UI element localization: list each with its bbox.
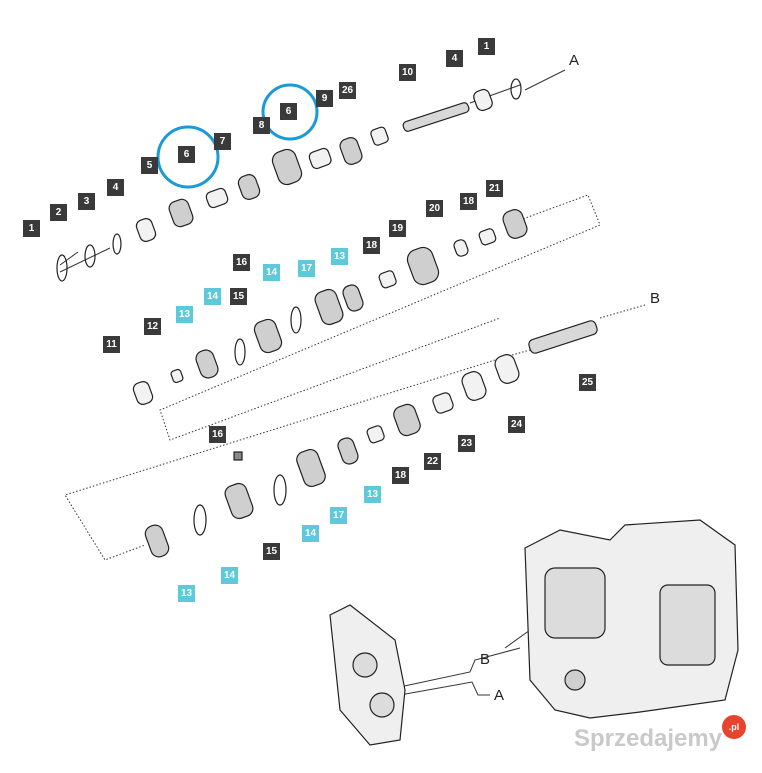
- part-label: 14: [204, 288, 221, 305]
- gear: [502, 209, 528, 239]
- part-label: 1: [23, 220, 40, 237]
- snap-ring: [273, 474, 287, 506]
- part-label: 3: [78, 193, 95, 210]
- bearing: [132, 381, 154, 405]
- part-label: 15: [263, 543, 280, 560]
- part-label: 13: [364, 486, 381, 503]
- washer: [453, 239, 469, 257]
- watermark-badge: .pl: [722, 715, 746, 739]
- spacer: [370, 126, 389, 146]
- reference-letter-a: A: [569, 52, 580, 69]
- part-label: 18: [460, 193, 477, 210]
- housing-window: [659, 584, 716, 666]
- gear: [393, 403, 421, 437]
- part-label: 13: [331, 248, 348, 265]
- snap-ring: [84, 244, 96, 268]
- part-label: 6: [178, 146, 195, 163]
- snap-ring: [234, 338, 246, 366]
- reference-letter-a: A: [494, 687, 505, 704]
- bushing: [378, 270, 397, 289]
- snap-ring: [56, 254, 68, 282]
- synchro-ring: [342, 284, 364, 312]
- output-shaft: [528, 320, 598, 354]
- part-label: 4: [446, 50, 463, 67]
- part-label: 13: [178, 585, 195, 602]
- part-label: 18: [392, 467, 409, 484]
- part-label: 17: [298, 260, 315, 277]
- shaft: [402, 102, 470, 132]
- bearing: [135, 218, 157, 242]
- spacer: [308, 147, 332, 170]
- bearing: [461, 371, 487, 401]
- part-label: 14: [302, 525, 319, 542]
- synchro-hub: [253, 318, 283, 354]
- bushing: [366, 425, 385, 444]
- bushing: [478, 228, 497, 246]
- housing-bore: [564, 669, 586, 691]
- highlight-circle: [261, 83, 319, 141]
- part-label: 19: [389, 220, 406, 237]
- reference-letter-b: B: [650, 290, 661, 307]
- part-label: 22: [424, 453, 441, 470]
- part-label: 24: [508, 416, 525, 433]
- snap-ring: [290, 306, 302, 334]
- gear: [168, 198, 194, 228]
- part-label: 13: [176, 306, 193, 323]
- part-label: 5: [141, 157, 158, 174]
- synchro-ring: [337, 437, 359, 465]
- part-label: 12: [144, 318, 161, 335]
- part-label: 18: [363, 237, 380, 254]
- part-label: 15: [230, 288, 247, 305]
- gear: [339, 137, 363, 165]
- snap-ring: [193, 504, 207, 536]
- reference-letter-b: B: [480, 651, 491, 668]
- watermark-text: Sprzedajemy: [574, 725, 723, 752]
- part-label: 7: [214, 133, 231, 150]
- part-label: 4: [107, 179, 124, 196]
- part-label: 14: [221, 567, 238, 584]
- housing-bore: [369, 692, 395, 718]
- gear: [271, 148, 303, 186]
- part-label: 21: [486, 180, 503, 197]
- part-label: 1: [478, 38, 495, 55]
- leader-line: [59, 251, 79, 266]
- bearing: [473, 88, 493, 112]
- part-label: 16: [233, 254, 250, 271]
- snap-ring: [112, 233, 122, 255]
- housing-bore: [352, 652, 378, 678]
- housing-window: [544, 567, 606, 639]
- part-label: 9: [316, 90, 333, 107]
- part-label: 10: [399, 64, 416, 81]
- spacer: [170, 368, 184, 384]
- leader-line: [394, 629, 531, 696]
- part-label: 26: [339, 82, 356, 99]
- part-label: 14: [263, 264, 280, 281]
- highlight-circle: [156, 125, 220, 189]
- part-label: 11: [103, 336, 120, 353]
- part-label: 2: [50, 204, 67, 221]
- spacer: [432, 392, 454, 414]
- synchro-hub: [224, 482, 254, 520]
- gear: [406, 246, 440, 286]
- part-label: 20: [426, 200, 443, 217]
- dotted-frame: [64, 359, 496, 561]
- part-label: 17: [330, 507, 347, 524]
- gear: [237, 174, 261, 200]
- part-label: 8: [253, 117, 270, 134]
- spacer: [205, 187, 229, 209]
- synchro-sleeve: [296, 448, 326, 488]
- snap-ring: [510, 78, 522, 100]
- part-label: 6: [280, 103, 297, 120]
- dotted-frame: [159, 194, 601, 441]
- spring: [233, 451, 243, 461]
- synchro-sleeve: [314, 288, 344, 326]
- synchro-ring: [144, 524, 170, 558]
- part-label: 16: [209, 426, 226, 443]
- part-label: 25: [579, 374, 596, 391]
- dotted-frame: [599, 304, 646, 319]
- bearing: [494, 354, 520, 384]
- synchro-ring: [195, 349, 219, 379]
- part-label: 23: [458, 435, 475, 452]
